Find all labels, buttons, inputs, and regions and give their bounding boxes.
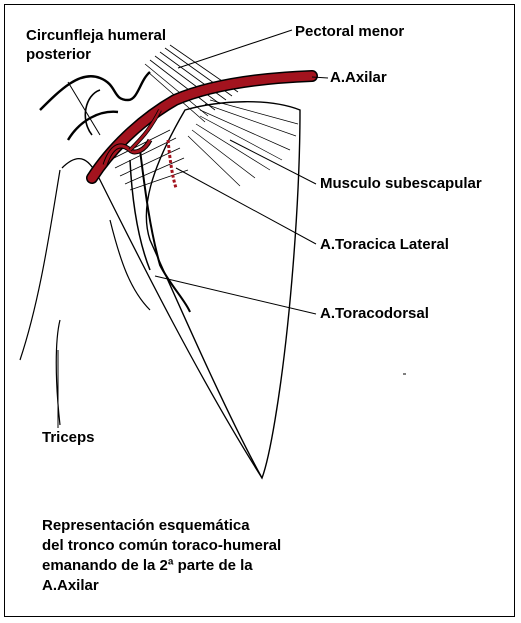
humeral-head (85, 90, 100, 135)
figure-caption: Representación esquemática del tronco co… (42, 516, 281, 596)
shoulder-outline (40, 72, 150, 110)
arm-lower-line (110, 220, 150, 310)
arm-line-left (20, 170, 60, 360)
label-triceps: Triceps (42, 428, 95, 447)
caption-line4: A.Axilar (42, 576, 281, 596)
label-toracica-lateral: A.Toracica Lateral (320, 235, 449, 254)
label-circunfleja-line2: posterior (26, 46, 91, 63)
label-circunfleja-line1: Circunfleja humeral (26, 27, 166, 44)
toracica-lateral-branch (168, 140, 176, 188)
caption-line1: Representación esquemática (42, 516, 281, 536)
leader-pectoral (178, 30, 292, 68)
caption-line2: del tronco común toraco-humeral (42, 536, 281, 556)
leader-subescapular (230, 140, 316, 184)
leader-circunfleja (68, 82, 100, 135)
leader-toracica (176, 168, 316, 244)
label-circunfleja: Circunfleja humeral posterior (26, 26, 166, 64)
label-pectoral-menor: Pectoral menor (295, 22, 404, 41)
scapula-outline (146, 102, 300, 478)
glenoid-outline (68, 112, 118, 140)
label-axilar: A.Axilar (330, 68, 387, 87)
label-musculo-subescapular: Musculo subescapular (320, 174, 482, 193)
caption-line3: emanando de la 2ª parte de la (42, 556, 281, 576)
label-toracodorsal: A.Toracodorsal (320, 304, 429, 323)
